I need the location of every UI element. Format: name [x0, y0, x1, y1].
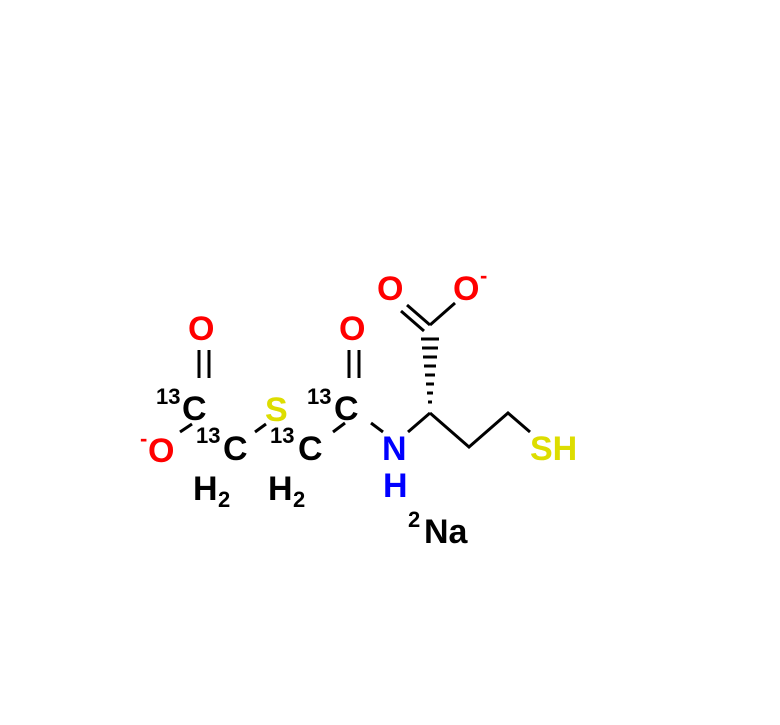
isotope-label-c3: 13: [270, 423, 294, 448]
bond-carboxyl-o-double-b: [400, 309, 425, 333]
counterion-sodium: Na: [424, 513, 469, 551]
bond-c4-n: [370, 421, 384, 434]
oxygen-anion-2: O: [453, 270, 479, 308]
atom-labels: O 13 C - O 13 C H 2 S 13 C H 2 O 13 C N …: [140, 263, 577, 551]
oxygen-anion-1: O: [148, 432, 174, 470]
oxygen-carbonyl-3: O: [377, 270, 403, 308]
hydrogen-c2: H: [193, 470, 218, 508]
hydrogen-count-c2: 2: [218, 487, 230, 512]
nitrogen-amide: N: [382, 430, 407, 468]
carbon-c2: C: [223, 430, 248, 468]
bond-side-chain: [429, 411, 531, 449]
bond-c1-oanion: [179, 422, 193, 434]
sulfur-thioether: S: [265, 391, 288, 429]
hydrogen-c3: H: [268, 470, 293, 508]
carbon-c4: C: [334, 390, 359, 428]
charge-oanion-1: -: [140, 426, 147, 451]
bonds: [179, 301, 531, 449]
carbon-c1: C: [182, 390, 207, 428]
bond-c2-s: [254, 422, 267, 434]
bond-c3-c4: [332, 421, 346, 434]
hydrogen-count-c3: 2: [293, 487, 305, 512]
bond-n-calpha: [407, 411, 431, 434]
charge-oanion-2: -: [480, 263, 487, 288]
carbon-c3: C: [298, 430, 323, 468]
hashed-wedge-bond: [421, 337, 439, 404]
oxygen-carbonyl-1: O: [188, 310, 214, 348]
bond-carboxyl-o-double-a: [406, 303, 431, 327]
oxygen-carbonyl-2: O: [339, 310, 365, 348]
isotope-label-c2: 13: [196, 423, 220, 448]
counterion-count: 2: [408, 507, 420, 532]
thiol-sh: SH: [530, 430, 577, 468]
isotope-label-c1: 13: [156, 384, 180, 409]
bond-carboxyl-oanion: [429, 301, 456, 327]
isotope-label-c4: 13: [307, 384, 331, 409]
hydrogen-amide: H: [383, 467, 408, 505]
